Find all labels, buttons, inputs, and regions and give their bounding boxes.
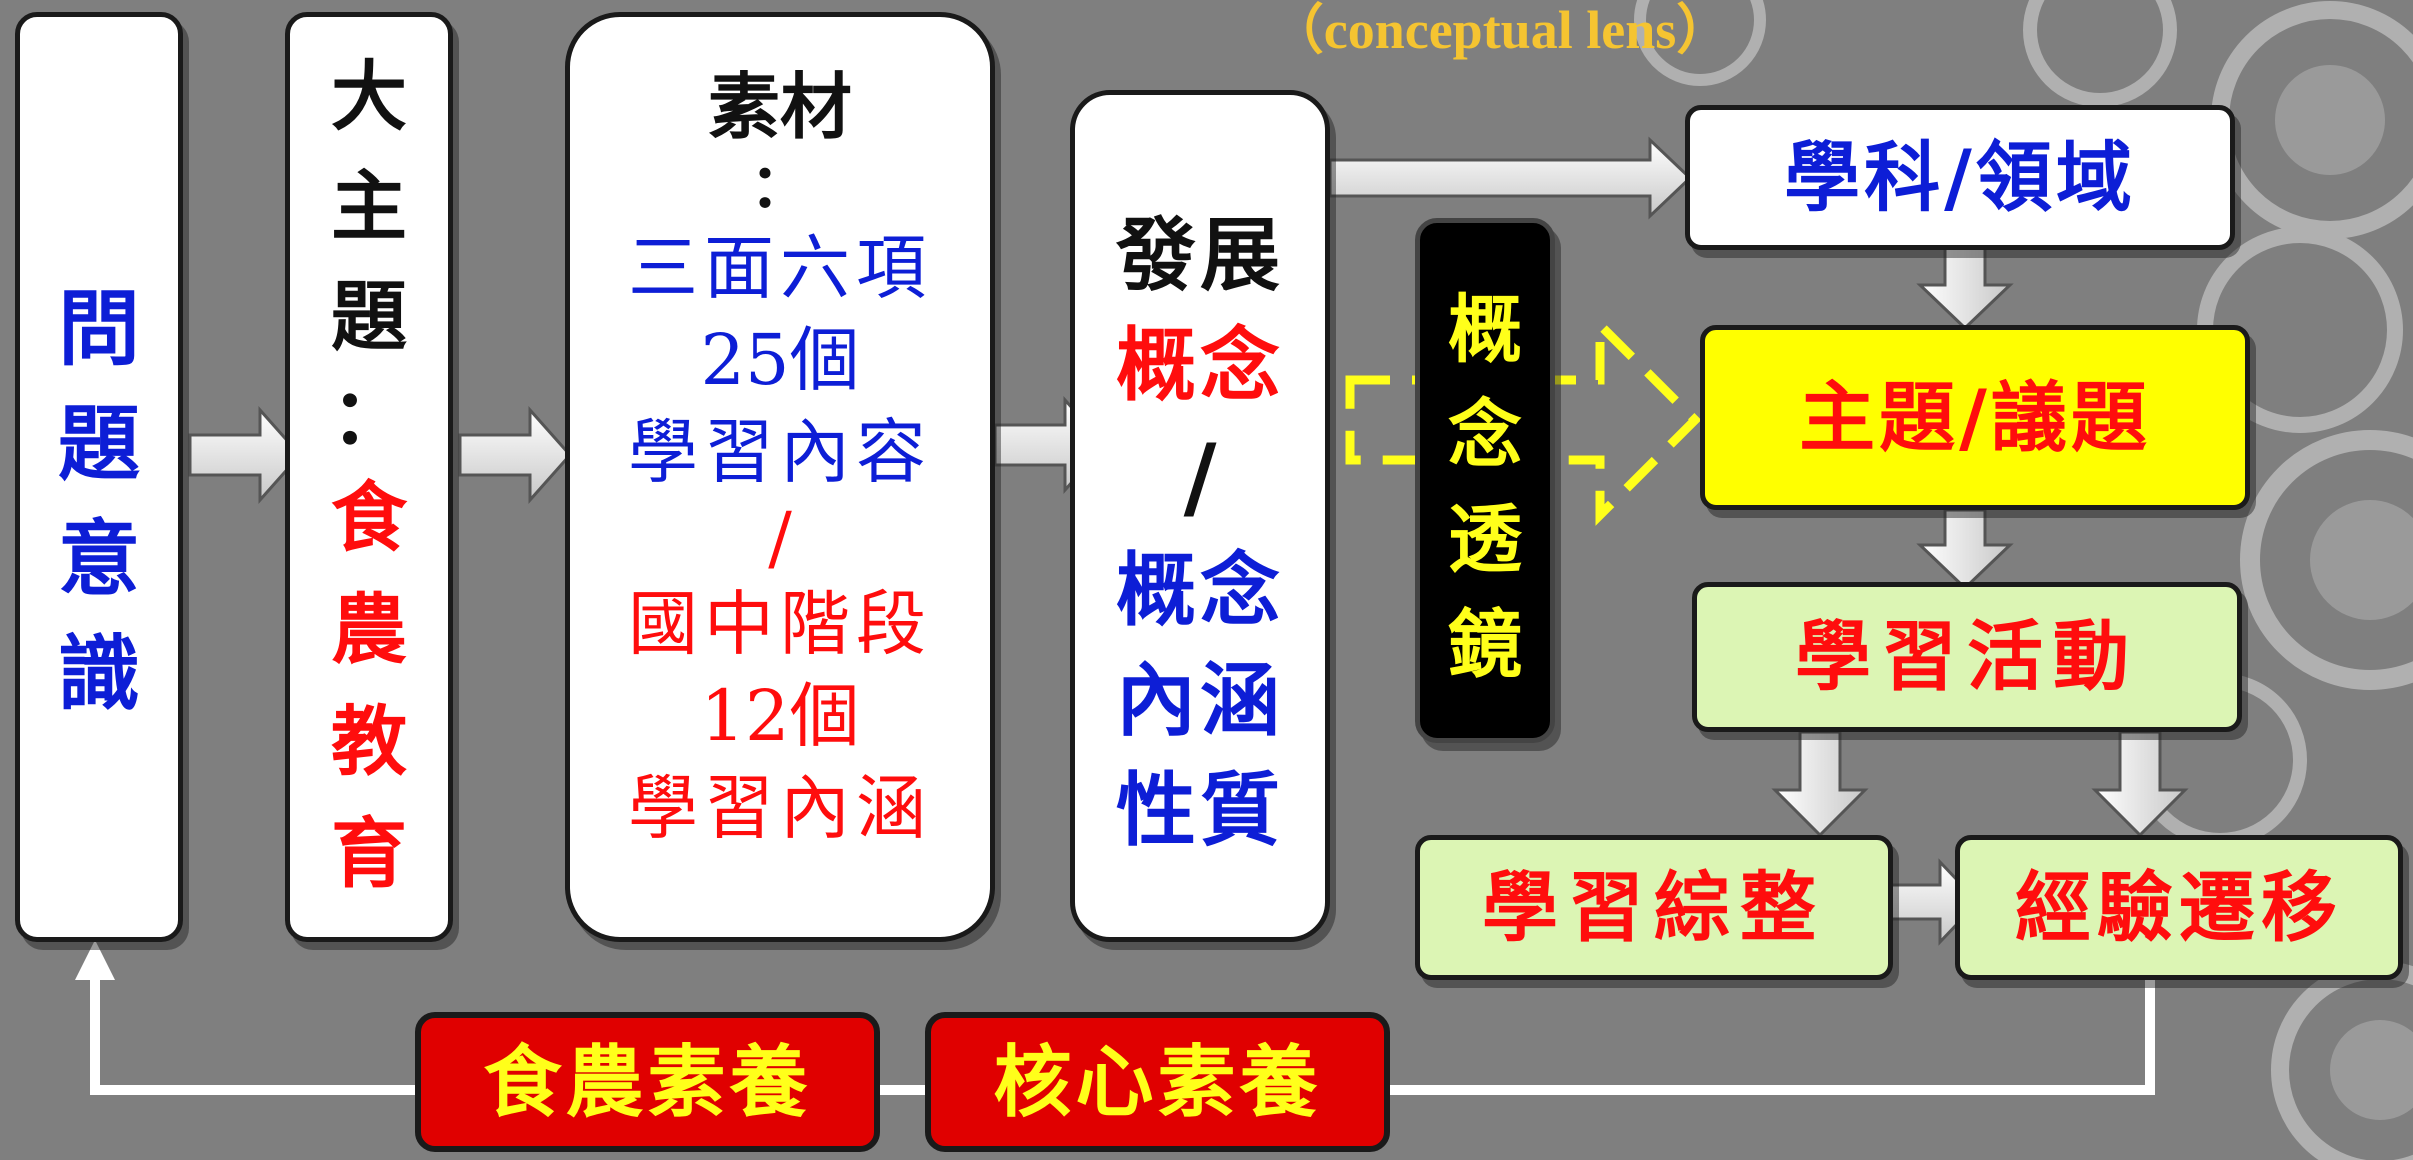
material-label: 素材 — [707, 64, 852, 149]
material-box: 素材 ： 三面六項 25個 學習內容 / 國中階段 12個 學習內涵 — [565, 12, 995, 942]
big-theme-value-char: 教 — [331, 697, 407, 786]
big-theme-label-char: 主 — [331, 162, 407, 251]
problem-char: 識 — [57, 626, 140, 722]
learning-activity-box: 學習活動 — [1692, 582, 2242, 732]
develop-concept-box: 發展 概念 / 概念 內涵 性質 — [1070, 90, 1330, 942]
material-blue-line: 三面六項 — [628, 227, 932, 309]
lens-char: 透 — [1448, 497, 1522, 583]
big-theme-label-char: 大 — [331, 52, 407, 141]
material-blue-line: 25個 — [700, 319, 860, 401]
concept-lens-box: 概 念 透 鏡 — [1415, 218, 1555, 743]
develop-slash: / — [1183, 424, 1217, 530]
big-theme-label-char: 題 — [331, 272, 407, 361]
lens-char: 概 — [1448, 287, 1522, 373]
lens-char: 鏡 — [1448, 602, 1522, 688]
experience-transfer-box: 經驗遷移 — [1955, 835, 2403, 980]
big-theme-label-char: ： — [331, 372, 407, 461]
lens-title: （conceptual lens） — [1269, 0, 1731, 60]
big-theme-value-char: 農 — [331, 585, 407, 674]
food-literacy-box: 食農素養 — [415, 1012, 880, 1152]
material-red-line: 國中階段 — [628, 583, 932, 665]
big-theme-value-char: 食 — [331, 473, 407, 562]
material-red-line: 12個 — [700, 675, 860, 757]
problem-char: 意 — [57, 511, 140, 607]
problem-awareness-box: 問 題 意 識 — [15, 12, 183, 942]
develop-blue-line: 概念 — [1116, 543, 1284, 637]
core-literacy-box: 核心素養 — [925, 1012, 1390, 1152]
material-slash: / — [768, 497, 792, 579]
discipline-box: 學科/領域 — [1685, 105, 2235, 250]
big-theme-value-char: 育 — [331, 809, 407, 898]
lens-char: 念 — [1448, 392, 1522, 478]
material-red-line: 學習內涵 — [628, 767, 932, 849]
big-theme-box: 大 主 題 ： 食 農 教 育 — [285, 12, 453, 942]
problem-char: 問 — [57, 281, 140, 377]
develop-red: 概念 — [1116, 318, 1284, 412]
theme-issue-box: 主題/議題 — [1700, 325, 2250, 510]
problem-char: 題 — [57, 396, 140, 492]
develop-blue-line: 性質 — [1116, 763, 1284, 857]
material-colon: ： — [750, 152, 810, 222]
develop-label: 發展 — [1116, 208, 1284, 302]
develop-blue-line: 內涵 — [1116, 653, 1284, 747]
material-blue-line: 學習內容 — [628, 411, 932, 493]
learning-integration-box: 學習綜整 — [1415, 835, 1893, 980]
